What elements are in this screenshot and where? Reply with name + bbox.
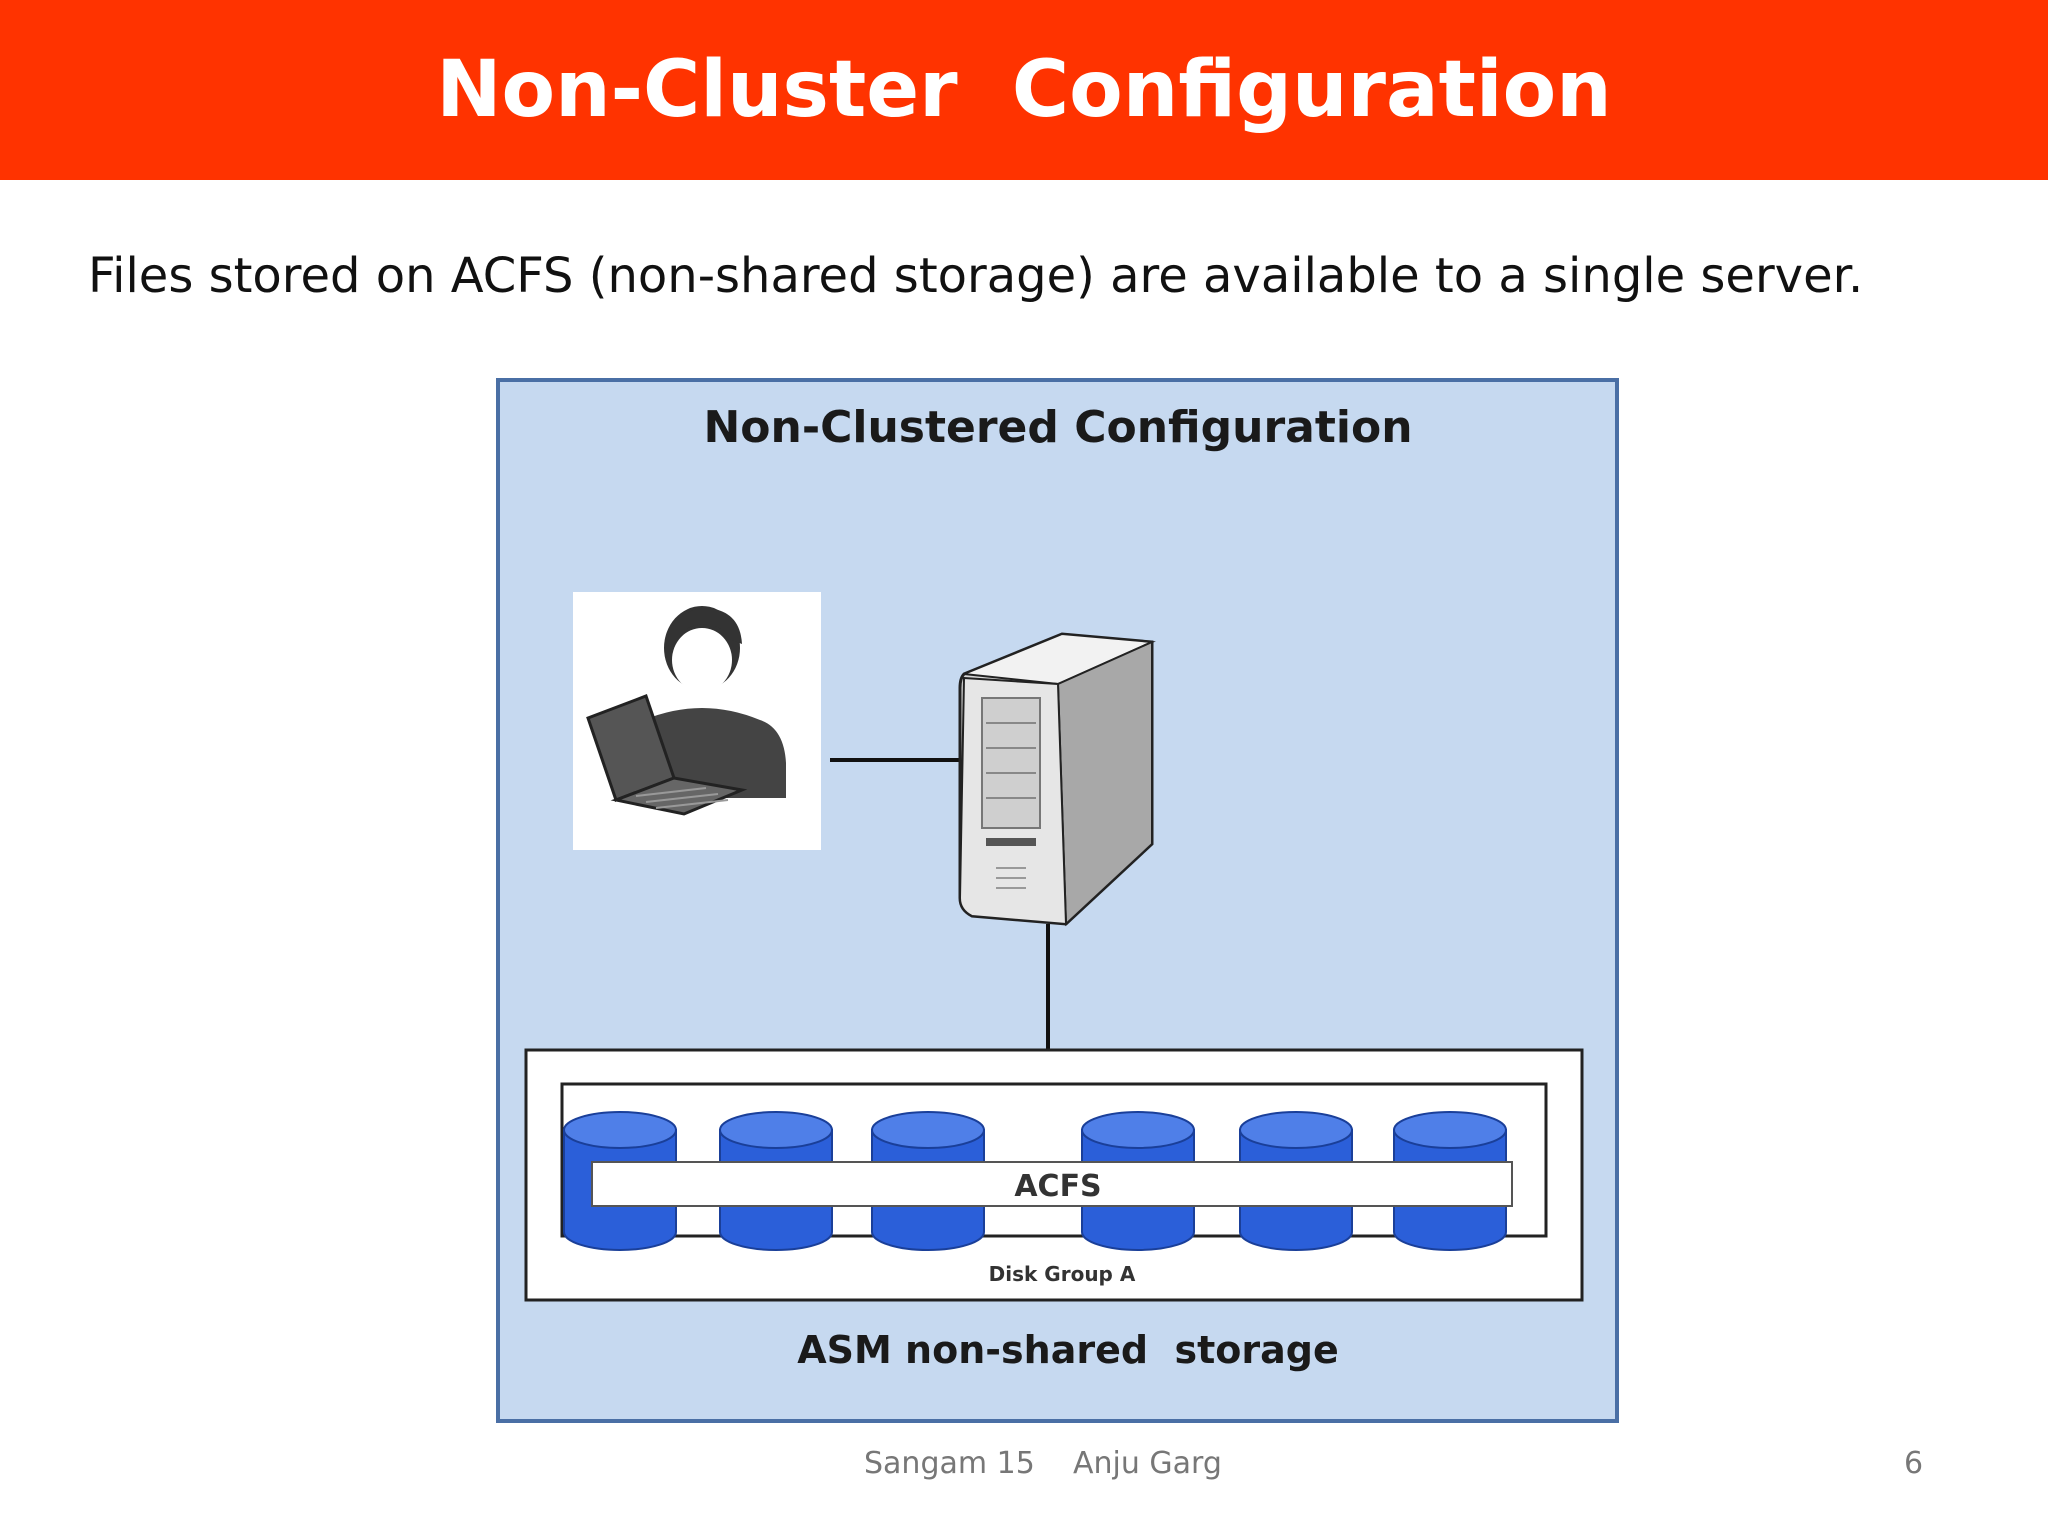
page-number: 6	[1904, 1446, 1924, 1481]
footer-credits: Sangam 15 Anju Garg	[864, 1446, 1222, 1481]
server-tower-icon	[958, 632, 1156, 927]
title-bar: Non-Cluster Configuration	[0, 0, 2048, 180]
disk-group-label: Disk Group A	[989, 1262, 1136, 1286]
slide-title: Non-Cluster Configuration	[436, 45, 1612, 135]
acfs-label: ACFS	[1014, 1169, 1101, 1204]
storage-label: ASM non-shared storage	[797, 1328, 1339, 1372]
footer-event: Sangam 15	[864, 1446, 1035, 1481]
acfs-bar	[591, 1161, 1513, 1207]
slide-subtitle: Files stored on ACFS (non-shared storage…	[88, 248, 1864, 304]
user-laptop-icon	[573, 592, 821, 850]
footer-author: Anju Garg	[1072, 1446, 1222, 1481]
diagram-heading: Non-Clustered Configuration	[703, 402, 1412, 453]
non-clustered-diagram: Non-Clustered Configuration	[496, 378, 1619, 1423]
